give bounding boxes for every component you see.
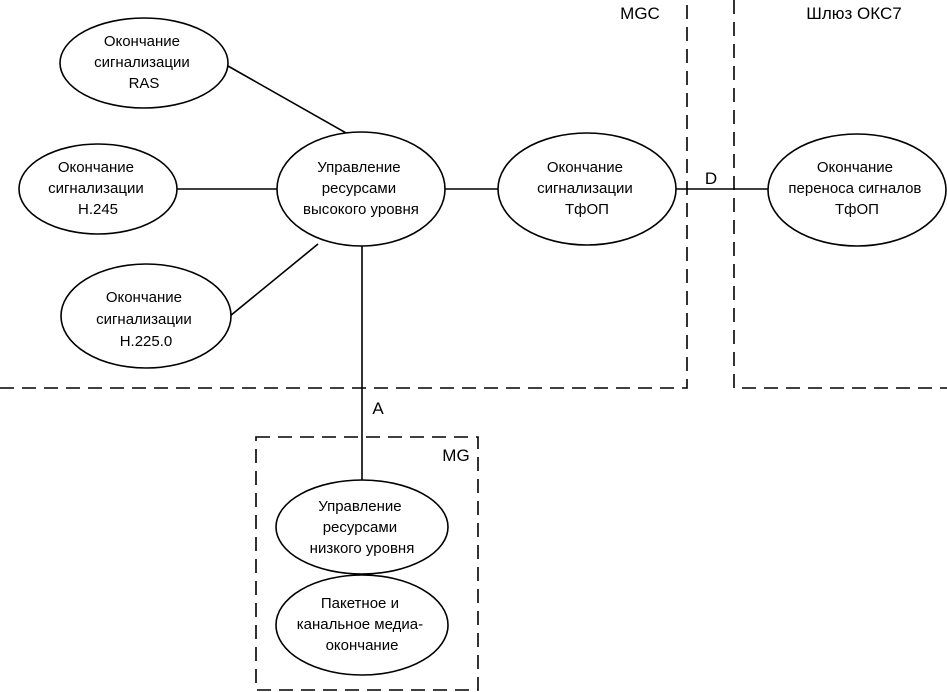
- h245-signaling-label: Окончание сигнализации H.245: [48, 159, 148, 218]
- low-level-resource-node: [275, 479, 449, 575]
- h2250-signaling-node: [60, 263, 232, 369]
- link-d-label: D: [705, 169, 717, 188]
- mgc-region-label: MGC: [620, 4, 660, 23]
- high-level-resource-label: Управление ресурсами высокого уровня: [303, 159, 419, 218]
- ras-signaling-node: [59, 17, 229, 109]
- pstn-transfer-node: [767, 133, 947, 247]
- mg-region-border: [255, 436, 479, 691]
- high-level-resource-node: [276, 131, 446, 247]
- low-level-resource-label: Управление ресурсами низкого уровня: [310, 498, 415, 557]
- mgc-region-border: [0, 0, 688, 389]
- h245-signaling-node: [18, 143, 178, 235]
- ss7-gateway-region-label: Шлюз ОКС7: [806, 4, 901, 23]
- mg-region-label: MG: [442, 446, 469, 465]
- link-h2250-high-level: [229, 243, 319, 317]
- pstn-signaling-label: Окончание сигнализации ТфОП: [537, 159, 637, 218]
- media-termination-node: [275, 574, 449, 676]
- pstn-signaling-node: [497, 132, 677, 246]
- link-ras-high-level: [227, 65, 363, 143]
- h2250-signaling-label: Окончание сигнализации H.225.0: [96, 289, 196, 350]
- link-a-label: A: [372, 399, 384, 418]
- ss7-gateway-region-border: [733, 0, 947, 389]
- ras-signaling-label: Окончание сигнализации RAS: [94, 33, 194, 92]
- pstn-transfer-label: Окончание переноса сигналов ТфОП: [788, 159, 925, 218]
- media-termination-label: Пакетное и канальное медиа- окончание: [297, 595, 428, 654]
